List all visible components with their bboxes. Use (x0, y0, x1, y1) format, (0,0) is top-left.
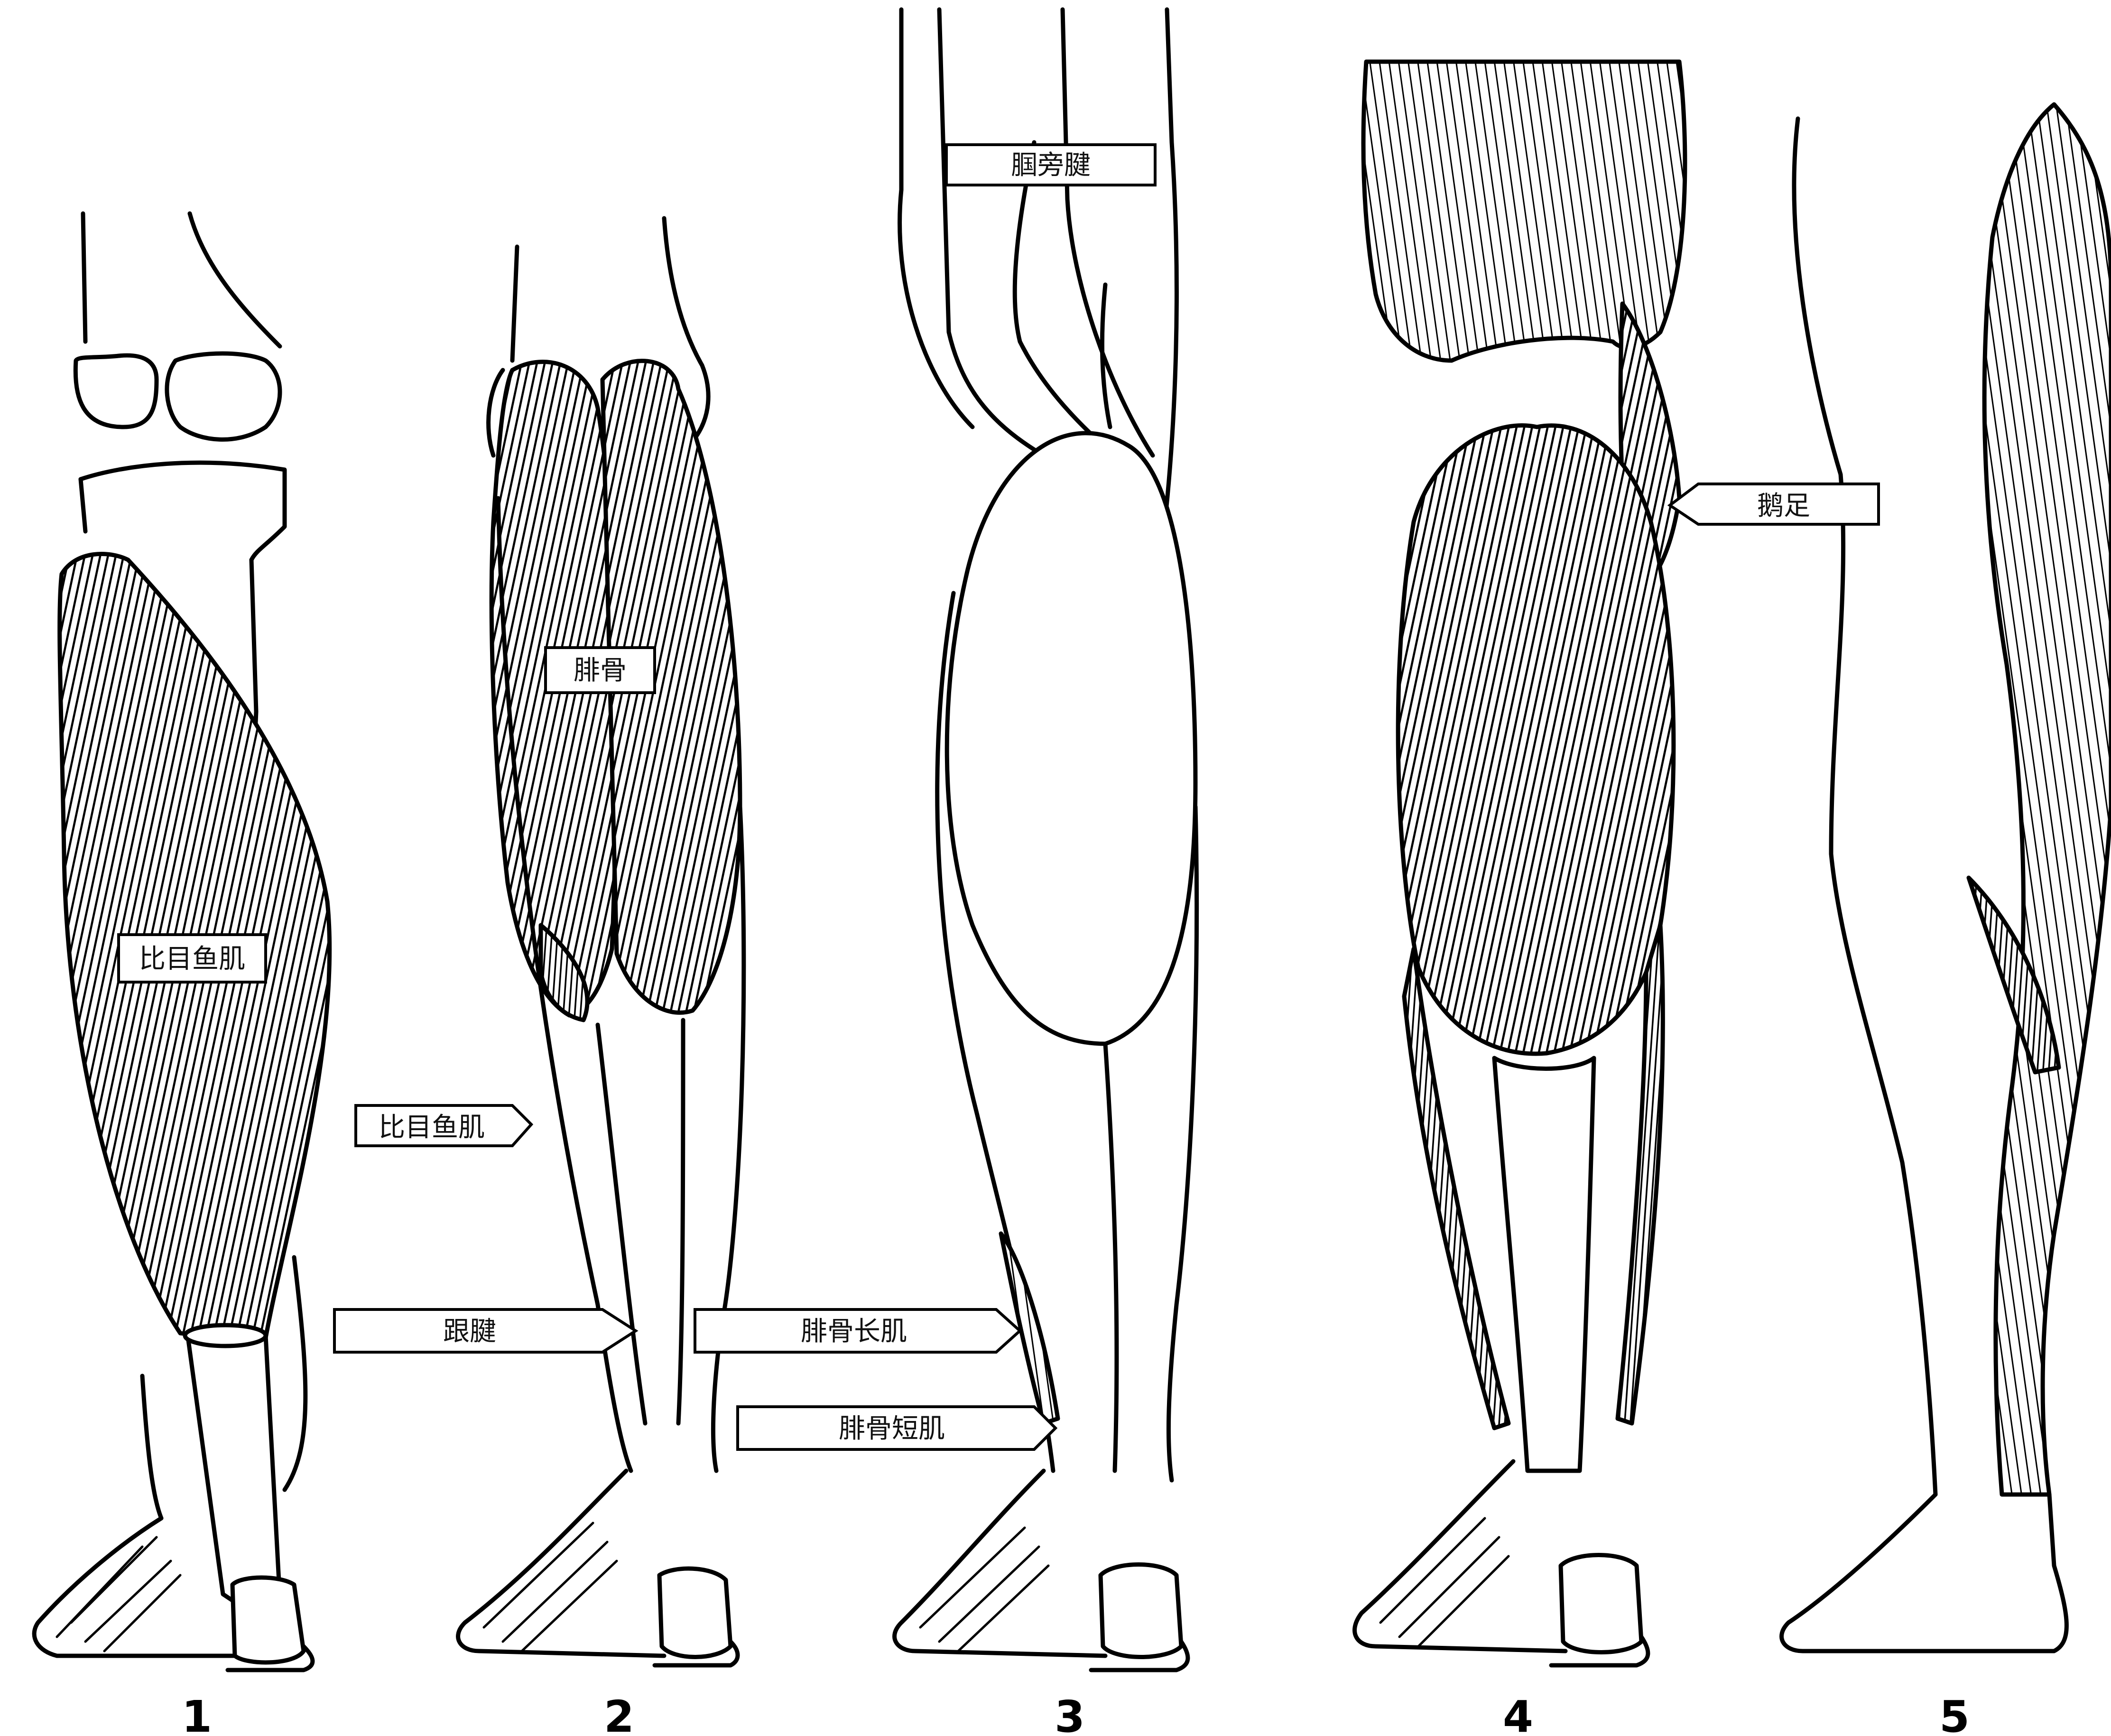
label-soleus-panel-1: 比目鱼肌 (119, 935, 266, 982)
panel-2-gastrocnemius-drawing (458, 218, 744, 1665)
panel-number-4: 4 (1503, 1691, 1533, 1736)
panel-number-5: 5 (1939, 1691, 1970, 1736)
panel-5-shaded-back (1984, 104, 2111, 1495)
label-achilles-tendon: 跟腱 (334, 1309, 636, 1352)
svg-text:腓骨短肌: 腓骨短肌 (839, 1413, 945, 1444)
svg-text:鹅足: 鹅足 (1757, 491, 1810, 521)
svg-text:腓骨长肌: 腓骨长肌 (801, 1316, 907, 1347)
label-popliteal-tendon: 腘旁腱 (946, 145, 1155, 185)
panel-5-side-view-drawing (1782, 104, 2111, 1651)
label-gastrocnemius: 腓骨 (546, 648, 655, 693)
svg-text:比目鱼肌: 比目鱼肌 (139, 944, 245, 975)
panel-4-calf-mass (1398, 426, 1674, 1054)
svg-text:腘旁腱: 腘旁腱 (1011, 150, 1091, 181)
label-peroneus-longus: 腓骨长肌 (695, 1309, 1020, 1352)
label-soleus-panel-2: 比目鱼肌 (356, 1105, 531, 1146)
panel-number-1: 1 (182, 1691, 212, 1736)
label-pes-anserinus: 鹅足 (1670, 484, 1879, 524)
panel-4-hatched-study-drawing (1355, 62, 1685, 1665)
panel-number-2: 2 (604, 1691, 634, 1736)
svg-text:跟腱: 跟腱 (443, 1316, 496, 1347)
svg-text:比目鱼肌: 比目鱼肌 (379, 1112, 485, 1143)
panel-number-3: 3 (1055, 1691, 1085, 1736)
svg-text:腓骨: 腓骨 (574, 655, 627, 686)
calf-mass (947, 433, 1195, 1044)
label-peroneus-brevis: 腓骨短肌 (738, 1407, 1056, 1449)
